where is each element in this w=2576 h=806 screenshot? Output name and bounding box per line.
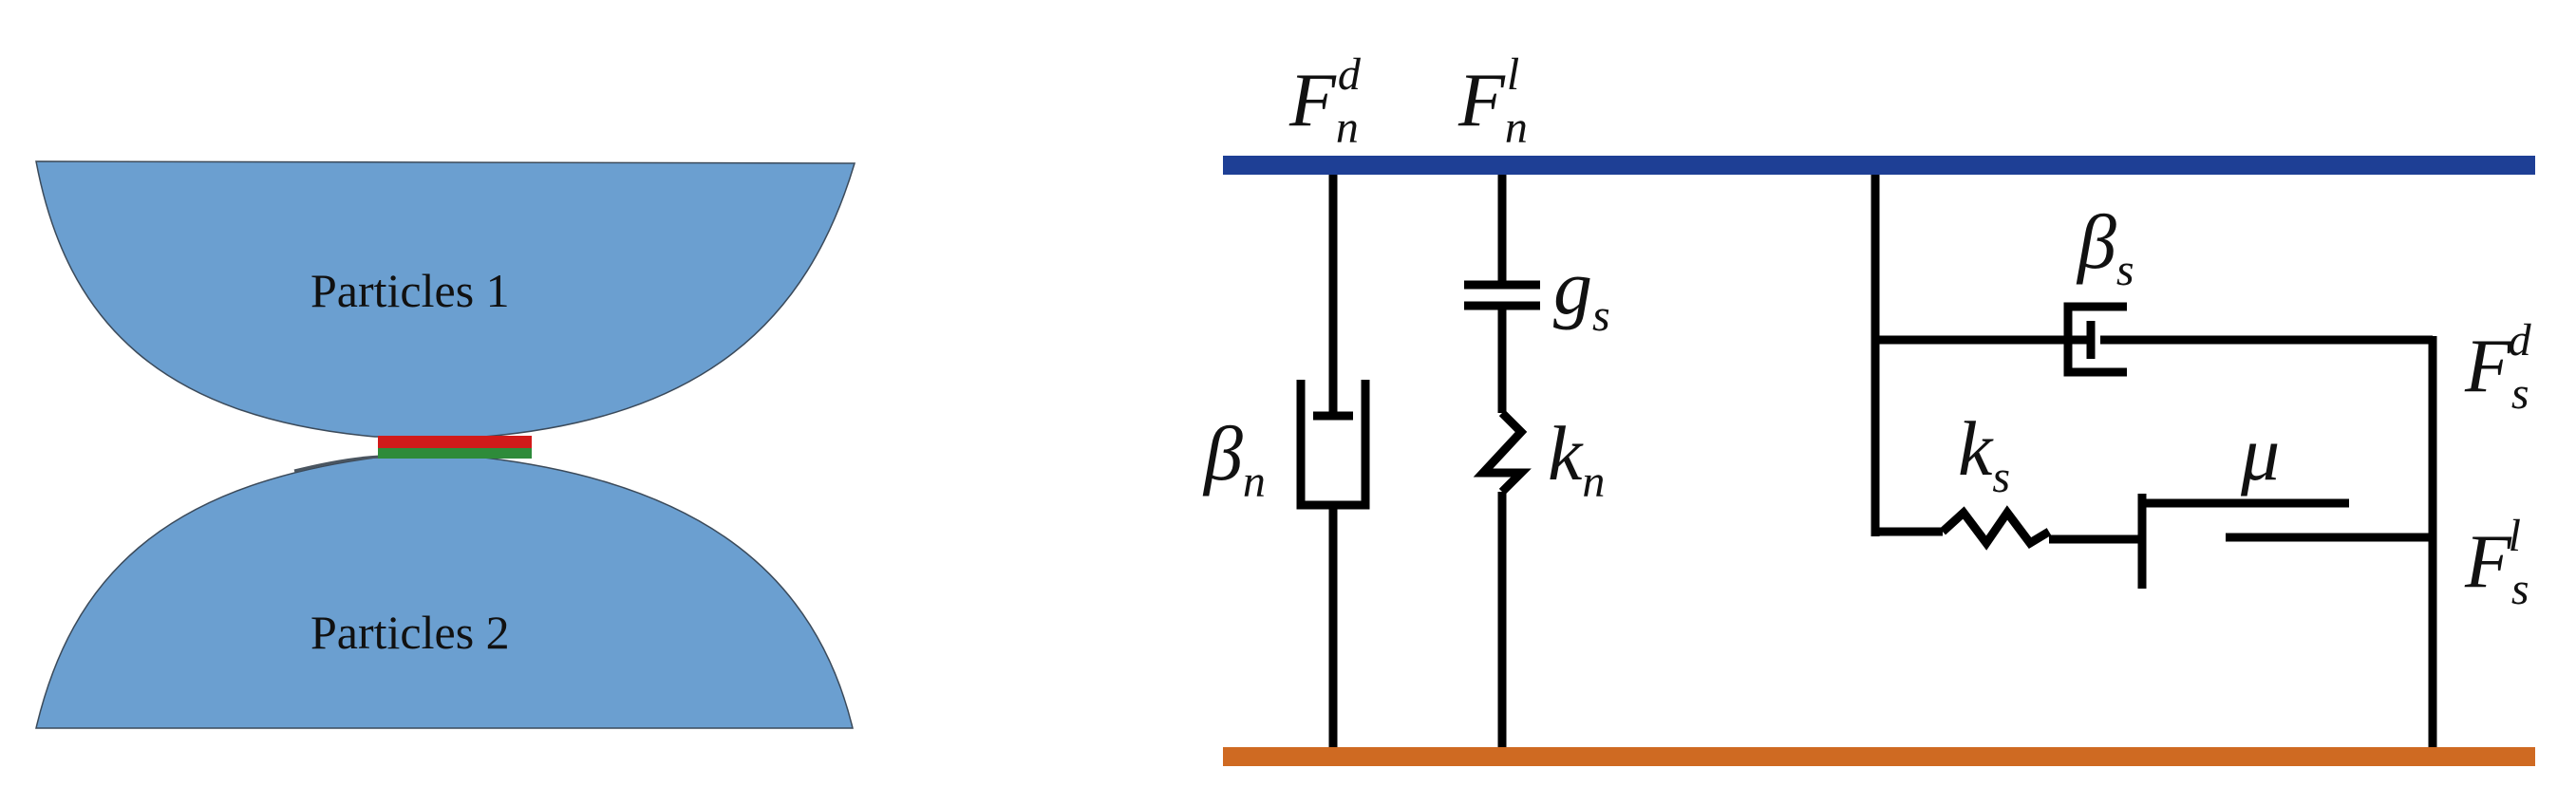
normal-branches: [1296, 175, 1540, 747]
shear-damping-label: βs: [2076, 198, 2134, 295]
normal-damping-label: βn: [1202, 410, 1266, 507]
gap-label: gs: [1553, 244, 1610, 341]
bond-layer-bottom: [378, 448, 532, 459]
normal-damping-force-label: Fnd: [1288, 49, 1362, 153]
bottom-plate: [1223, 747, 2535, 766]
shear-linear-force-label: Fsl: [2464, 511, 2529, 614]
shear-spring-coil: [1939, 505, 2052, 551]
top-plate: [1223, 156, 2535, 175]
normal-linear-force-label: Fnl: [1457, 49, 1528, 153]
particle-1-label: Particles 1: [310, 264, 510, 317]
particle-contact-diagram: Particles 1 Particles 2: [35, 160, 856, 729]
shear-branches: [1871, 175, 2437, 747]
bond-layer-top: [378, 436, 532, 448]
particle-2-label: Particles 2: [310, 606, 510, 659]
shear-damping-force-label: Fsd: [2464, 315, 2532, 419]
friction-coefficient-label: μ: [2240, 410, 2280, 497]
bond-model-diagram: Fnd Fnl βn gs kn βs ks μ Fsd Fsl: [1202, 49, 2535, 766]
normal-spring-coil: [1473, 409, 1532, 496]
particle-2-shape: [35, 457, 854, 729]
shear-damper-cylinder: [2063, 302, 2127, 377]
shear-stiffness-label: ks: [1958, 405, 2010, 502]
particle-contact-edge: [293, 455, 381, 473]
normal-stiffness-label: kn: [1548, 410, 1605, 507]
